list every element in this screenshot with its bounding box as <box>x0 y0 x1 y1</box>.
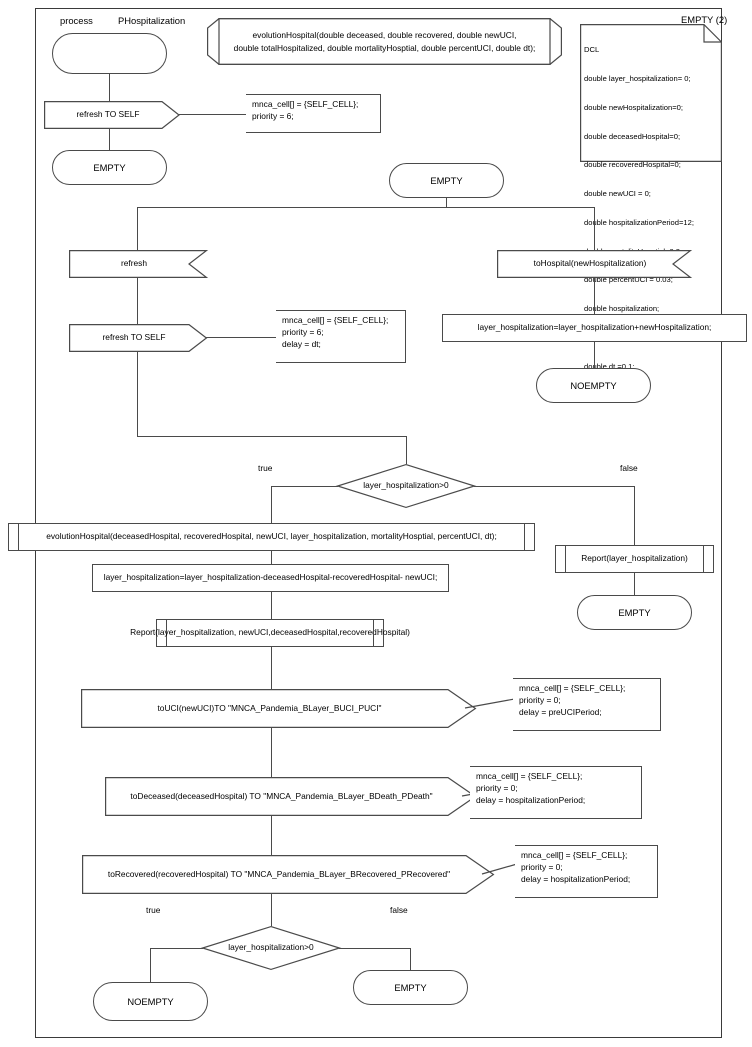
output-refresh-to-self-loop[interactable]: refresh TO SELF <box>69 324 208 352</box>
state-empty-main[interactable]: EMPTY <box>389 163 504 198</box>
state-empty-false[interactable]: EMPTY <box>577 595 692 630</box>
state-empty-left-label: EMPTY <box>93 161 126 173</box>
call-report-main[interactable]: Report(layer_hospitalization, newUCI,dec… <box>130 619 410 647</box>
decision-top-label: layer_hospitalization>0 <box>363 480 449 491</box>
empty-count-label: EMPTY (2) <box>681 14 728 25</box>
state-noempty-bottom-label: NOEMPTY <box>127 995 174 1007</box>
connector-decision-bottom-false <box>339 948 411 950</box>
input-refresh[interactable]: refresh <box>69 250 209 278</box>
connector-decision-top-true-down <box>271 486 273 523</box>
task-subtract-hospitalization-label: layer_hospitalization=layer_hospitalizat… <box>103 572 438 583</box>
connector-decision-top-false-down <box>634 486 636 545</box>
connector-subtract-to-report <box>271 592 273 620</box>
connector-split-right-down <box>594 207 596 250</box>
dcl-line-0: double layer_hospitalization= 0; <box>584 73 691 83</box>
input-tohospital-label: toHospital(newHospitalization) <box>533 258 647 269</box>
state-noempty-right-label: NOEMPTY <box>570 379 617 391</box>
dcl-line-7: double percentUCI = 0.03; <box>584 275 673 285</box>
input-tohospital[interactable]: toHospital(newHospitalization) <box>497 250 693 278</box>
output-touci-label: toUCI(newUCI)TO "MNCA_Pandemia_BLayer_BU… <box>157 702 382 713</box>
connector-torecovered-to-comment <box>481 856 518 881</box>
dcl-line-10: double dt =0.1; <box>584 361 635 371</box>
state-empty-false-label: EMPTY <box>618 606 651 618</box>
connector-split-bar <box>137 207 595 209</box>
connector-task-to-noempty <box>594 342 596 368</box>
connector-split-left-down <box>137 207 139 250</box>
process-keyword-label: process <box>60 15 93 26</box>
state-empty-left[interactable]: EMPTY <box>52 150 167 185</box>
branch-label-top-false: false <box>620 463 638 473</box>
connector-start-to-output <box>109 74 111 101</box>
dcl-line-4: double newUCI = 0; <box>584 189 651 199</box>
output-todeceased[interactable]: toDeceased(deceasedHospital) TO "MNCA_Pa… <box>105 777 477 817</box>
connector-touci-to-todeceased <box>271 728 273 777</box>
state-noempty-right[interactable]: NOEMPTY <box>536 368 651 403</box>
output-refresh-to-self-top[interactable]: refresh TO SELF <box>44 101 180 129</box>
connector-output-to-comment-2 <box>206 337 277 339</box>
procedure-signature-shape: evolutionHospital(double deceased, doubl… <box>207 18 562 66</box>
output-refresh-to-self-top-label: refresh TO SELF <box>76 109 140 120</box>
comment-refresh-self-loop: mnca_cell[] = {SELF_CELL}; priority = 6;… <box>276 310 406 363</box>
comment-torecovered: mnca_cell[] = {SELF_CELL}; priority = 0;… <box>515 845 658 898</box>
connector-evolution-to-subtract <box>271 551 273 568</box>
output-torecovered[interactable]: toRecovered(recoveredHospital) TO "MNCA_… <box>82 855 495 895</box>
comment-refresh-self-top: mnca_cell[] = {SELF_CELL}; priority = 6; <box>246 94 381 133</box>
task-subtract-hospitalization[interactable]: layer_hospitalization=layer_hospitalizat… <box>92 564 449 592</box>
connector-todeceased-to-torecovered <box>271 816 273 855</box>
start-state[interactable] <box>52 33 167 74</box>
input-refresh-label: refresh <box>120 258 148 269</box>
connector-decision-bottom-true-down <box>150 948 152 982</box>
process-name-label: PHospitalization <box>118 15 186 26</box>
connector-loop-to-decision <box>406 436 408 464</box>
call-report-false[interactable]: Report(layer_hospitalization) <box>555 545 714 573</box>
connector-empty-main-down <box>446 198 448 208</box>
decision-layer-hospitalization-top[interactable]: layer_hospitalization>0 <box>335 463 477 509</box>
dcl-note: DCL double layer_hospitalization= 0; dou… <box>580 24 722 371</box>
connector-tohospital-to-task <box>594 278 596 314</box>
dcl-title: DCL <box>584 45 600 55</box>
comment-todeceased: mnca_cell[] = {SELF_CELL}; priority = 0;… <box>470 766 642 819</box>
connector-output-to-comment-1 <box>179 114 247 116</box>
connector-report-to-touci <box>271 647 273 689</box>
call-evolution-hospital[interactable]: evolutionHospital(deceasedHospital, reco… <box>8 523 535 551</box>
connector-report-false-to-empty <box>634 573 636 595</box>
call-report-main-label: Report(layer_hospitalization, newUCI,dec… <box>130 627 410 638</box>
output-torecovered-label: toRecovered(recoveredHospital) TO "MNCA_… <box>107 868 451 879</box>
task-add-hospitalization[interactable]: layer_hospitalization=layer_hospitalizat… <box>442 314 747 342</box>
task-add-hospitalization-label: layer_hospitalization=layer_hospitalizat… <box>477 322 712 333</box>
connector-decision-top-true <box>271 486 338 488</box>
connector-torecovered-to-decision <box>271 894 273 926</box>
branch-label-bottom-true: true <box>146 905 161 915</box>
state-empty-main-label: EMPTY <box>430 174 463 186</box>
state-empty-bottom-label: EMPTY <box>394 981 427 993</box>
connector-decision-bottom-true <box>150 948 203 950</box>
connector-loop-down <box>137 352 139 437</box>
call-evolution-hospital-label: evolutionHospital(deceasedHospital, reco… <box>46 531 497 542</box>
procedure-signature-line2: double totalHospitalized, double mortali… <box>233 42 536 53</box>
decision-bottom-label: layer_hospitalization>0 <box>228 942 314 953</box>
branch-label-bottom-false: false <box>390 905 408 915</box>
dcl-line-8: double hospitalization; <box>584 304 660 314</box>
dcl-line-2: double deceasedHospital=0; <box>584 131 681 141</box>
call-report-false-label: Report(layer_hospitalization) <box>581 553 688 564</box>
output-todeceased-label: toDeceased(deceasedHospital) TO "MNCA_Pa… <box>130 790 433 801</box>
state-noempty-bottom[interactable]: NOEMPTY <box>93 982 208 1021</box>
output-refresh-to-self-loop-label: refresh TO SELF <box>102 332 166 343</box>
procedure-signature-line1: evolutionHospital(double deceased, doubl… <box>252 30 517 41</box>
dcl-line-1: double newHospitalization=0; <box>584 102 683 112</box>
connector-refresh-to-output <box>137 278 139 324</box>
dcl-line-5: double hospitalizationPeriod=12; <box>584 217 694 227</box>
connector-decision-bottom-false-down <box>410 948 412 970</box>
connector-touci-to-comment <box>464 690 521 715</box>
comment-touci: mnca_cell[] = {SELF_CELL}; priority = 0;… <box>513 678 661 731</box>
connector-loop-right <box>137 436 407 438</box>
decision-layer-hospitalization-bottom[interactable]: layer_hospitalization>0 <box>200 925 342 971</box>
connector-output-to-empty-left <box>109 129 111 150</box>
output-touci[interactable]: toUCI(newUCI)TO "MNCA_Pandemia_BLayer_BU… <box>81 689 477 729</box>
connector-decision-top-false <box>474 486 635 488</box>
state-empty-bottom[interactable]: EMPTY <box>353 970 468 1005</box>
dcl-line-3: double recoveredHospital=0; <box>584 160 681 170</box>
branch-label-top-true: true <box>258 463 273 473</box>
